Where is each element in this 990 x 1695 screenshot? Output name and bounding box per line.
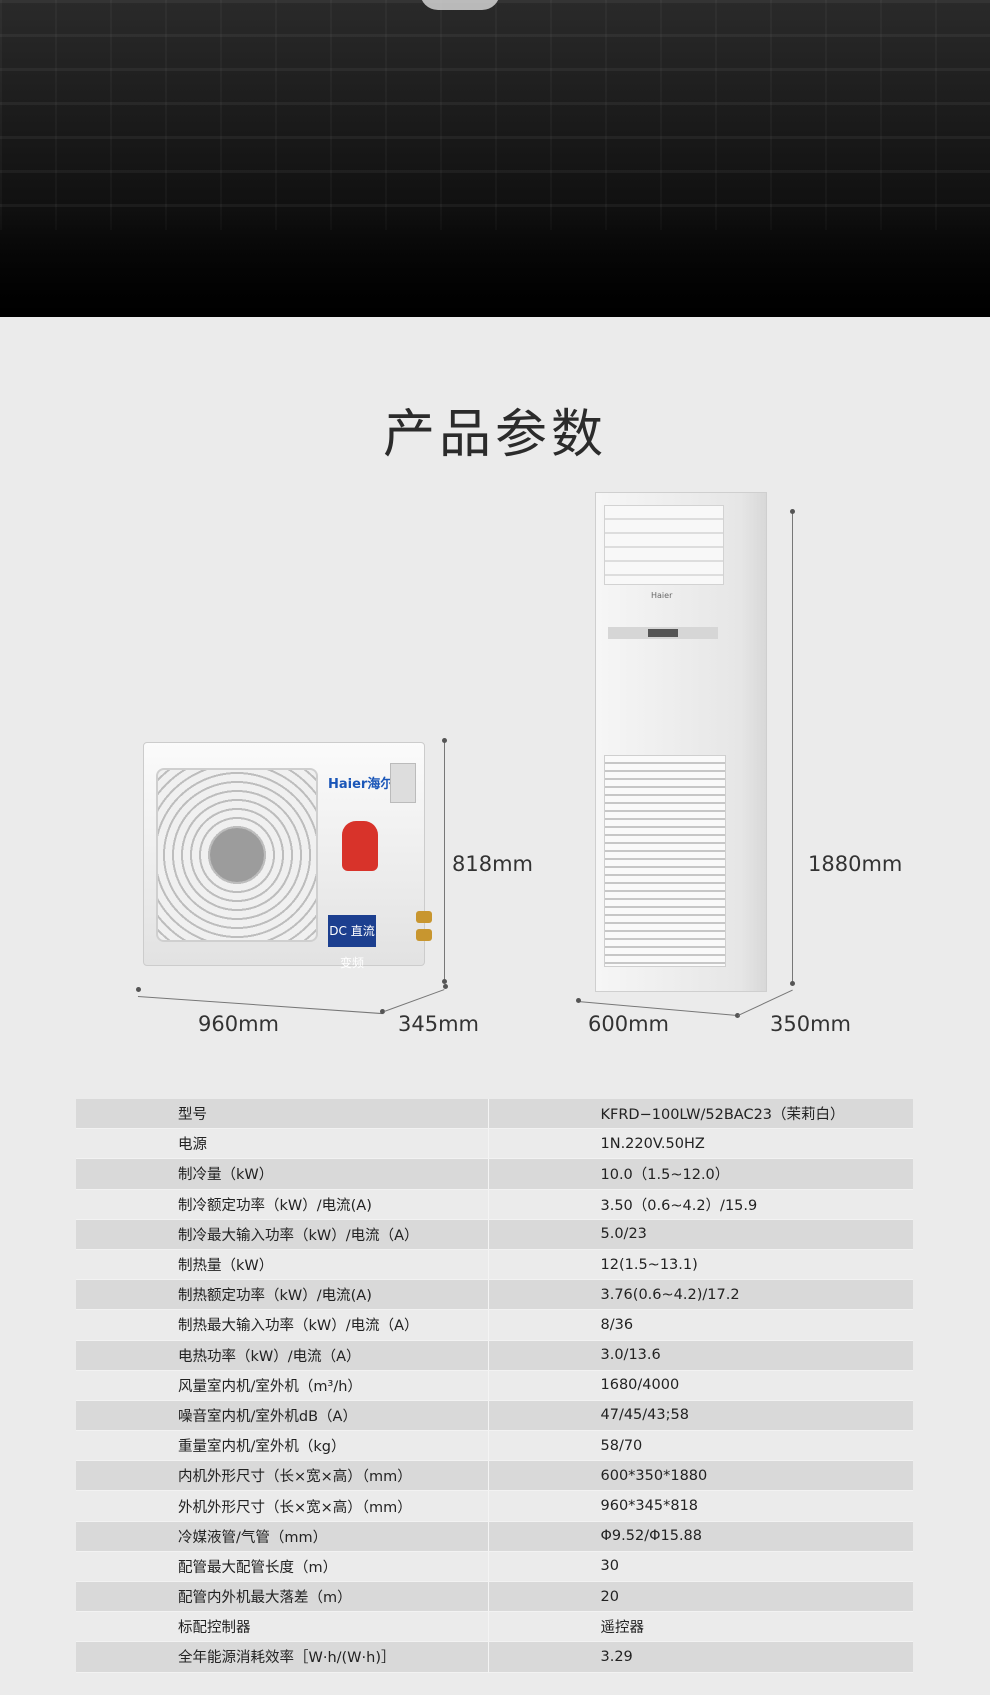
spec-label: 配管最大配管长度（m）	[76, 1551, 489, 1583]
spec-row: 内机外形尺寸（长×宽×高）（mm）600*350*1880	[76, 1460, 913, 1492]
spec-row: 制热额定功率（kW）/电流(A)3.76(0.6~4.2)/17.2	[76, 1279, 913, 1311]
spec-row: 制冷量（kW）10.0（1.5~12.0）	[76, 1158, 913, 1190]
spec-label: 全年能源消耗效率［W·h/(W·h)］	[76, 1641, 489, 1673]
spec-value: 960*345*818	[488, 1490, 913, 1522]
spec-value: 30	[488, 1551, 913, 1583]
dim-dot	[442, 738, 447, 743]
spec-label: 电热功率（kW）/电流（A）	[76, 1340, 489, 1371]
indoor-top-vent	[604, 505, 724, 585]
dim-dot	[442, 979, 447, 984]
dim-dot	[136, 987, 141, 992]
mascot-sticker	[342, 821, 378, 871]
spec-value: 47/45/43;58	[488, 1400, 913, 1432]
spec-value: 8/36	[488, 1309, 913, 1341]
spec-label: 外机外形尺寸（长×宽×高）（mm）	[76, 1490, 489, 1522]
dim-line-indoor-height	[792, 512, 793, 984]
dim-outdoor-height: 818mm	[452, 852, 533, 876]
pipe-connector	[416, 911, 432, 923]
dim-dot	[735, 1013, 740, 1018]
spec-label: 冷媒液管/气管（mm）	[76, 1521, 489, 1552]
spec-value: 3.76(0.6~4.2)/17.2	[488, 1279, 913, 1311]
spec-value: 3.29	[488, 1641, 913, 1673]
dim-indoor-width: 600mm	[588, 1012, 669, 1036]
indoor-control-panel	[608, 627, 718, 639]
spec-label: 型号	[76, 1099, 489, 1130]
dim-line-outdoor-depth	[384, 989, 445, 1012]
spec-row: 全年能源消耗效率［W·h/(W·h)］3.29	[76, 1641, 913, 1673]
hero-banner	[0, 0, 990, 317]
spec-row: 冷媒液管/气管（mm）Φ9.52/Φ15.88	[76, 1521, 913, 1552]
spec-value: 1N.220V.50HZ	[488, 1128, 913, 1160]
indoor-display	[648, 629, 678, 637]
pipe-connector	[416, 929, 432, 941]
dim-dot	[790, 509, 795, 514]
dim-line-outdoor-height	[444, 740, 445, 982]
spec-value: 遥控器	[488, 1611, 913, 1643]
spec-label: 制热额定功率（kW）/电流(A)	[76, 1279, 489, 1311]
spec-row: 外机外形尺寸（长×宽×高）（mm）960*345*818	[76, 1490, 913, 1522]
hero-lamp	[420, 0, 500, 10]
indoor-unit-image: Haier	[595, 492, 767, 992]
dim-outdoor-depth: 345mm	[398, 1012, 479, 1036]
spec-value: 10.0（1.5~12.0）	[488, 1158, 913, 1190]
spec-value: 20	[488, 1581, 913, 1613]
spec-row: 制冷最大输入功率（kW）/电流（A）5.0/23	[76, 1219, 913, 1250]
indoor-air-grille	[604, 755, 726, 967]
spec-label: 制热最大输入功率（kW）/电流（A）	[76, 1309, 489, 1341]
spec-row: 制热量（kW）12(1.5~13.1)	[76, 1249, 913, 1281]
hero-fade	[0, 207, 990, 317]
spec-label: 制冷量（kW）	[76, 1158, 489, 1190]
spec-label: 制热量（kW）	[76, 1249, 489, 1281]
dim-dot	[380, 1009, 385, 1014]
spec-value: 3.50（0.6~4.2）/15.9	[488, 1189, 913, 1220]
dim-dot	[443, 984, 448, 989]
outdoor-logo: Haier海尔	[328, 777, 394, 792]
spec-row: 标配控制器遥控器	[76, 1611, 913, 1643]
spec-label: 重量室内机/室外机（kg）	[76, 1430, 489, 1462]
spec-label: 电源	[76, 1128, 489, 1160]
spec-value: 3.0/13.6	[488, 1340, 913, 1371]
spec-row: 风量室内机/室外机（m³/h）1680/4000	[76, 1370, 913, 1401]
spec-label: 内机外形尺寸（长×宽×高）（mm）	[76, 1460, 489, 1492]
spec-value: 12(1.5~13.1)	[488, 1249, 913, 1281]
spec-row: 制冷额定功率（kW）/电流(A)3.50（0.6~4.2）/15.9	[76, 1189, 913, 1220]
spec-value: 5.0/23	[488, 1219, 913, 1250]
spec-row: 电热功率（kW）/电流（A）3.0/13.6	[76, 1340, 913, 1371]
spec-value: Φ9.52/Φ15.88	[488, 1521, 913, 1552]
indoor-brand: Haier	[651, 591, 673, 600]
dc-badge: DC 直流变频	[328, 915, 376, 970]
spec-row: 配管最大配管长度（m）30	[76, 1551, 913, 1583]
spec-row: 制热最大输入功率（kW）/电流（A）8/36	[76, 1309, 913, 1341]
spec-value: 58/70	[488, 1430, 913, 1462]
spec-label: 制冷额定功率（kW）/电流(A)	[76, 1189, 489, 1220]
spec-label: 风量室内机/室外机（m³/h）	[76, 1370, 489, 1401]
spec-row: 噪音室内机/室外机dB（A）47/45/43;58	[76, 1400, 913, 1432]
dim-dot	[576, 998, 581, 1003]
dim-indoor-height: 1880mm	[808, 852, 903, 876]
spec-label: 噪音室内机/室外机dB（A）	[76, 1400, 489, 1432]
spec-label: 配管内外机最大落差（m）	[76, 1581, 489, 1613]
spec-value: 1680/4000	[488, 1370, 913, 1401]
outdoor-unit-image: Haier海尔 DC 直流变频	[143, 742, 432, 970]
outdoor-side-cover	[390, 763, 416, 803]
dim-outdoor-width: 960mm	[198, 1012, 279, 1036]
dim-dot	[790, 981, 795, 986]
spec-row: 配管内外机最大落差（m）20	[76, 1581, 913, 1613]
spec-label: 标配控制器	[76, 1611, 489, 1643]
spec-label: 制冷最大输入功率（kW）/电流（A）	[76, 1219, 489, 1250]
spec-row: 重量室内机/室外机（kg）58/70	[76, 1430, 913, 1462]
spec-value: 600*350*1880	[488, 1460, 913, 1492]
outdoor-fan-grille	[156, 768, 318, 942]
section-title: 产品参数	[382, 405, 607, 465]
spec-value: KFRD−100LW/52BAC23（茉莉白）	[488, 1099, 913, 1130]
hero-seat-rows	[0, 0, 990, 230]
dim-indoor-depth: 350mm	[770, 1012, 851, 1036]
